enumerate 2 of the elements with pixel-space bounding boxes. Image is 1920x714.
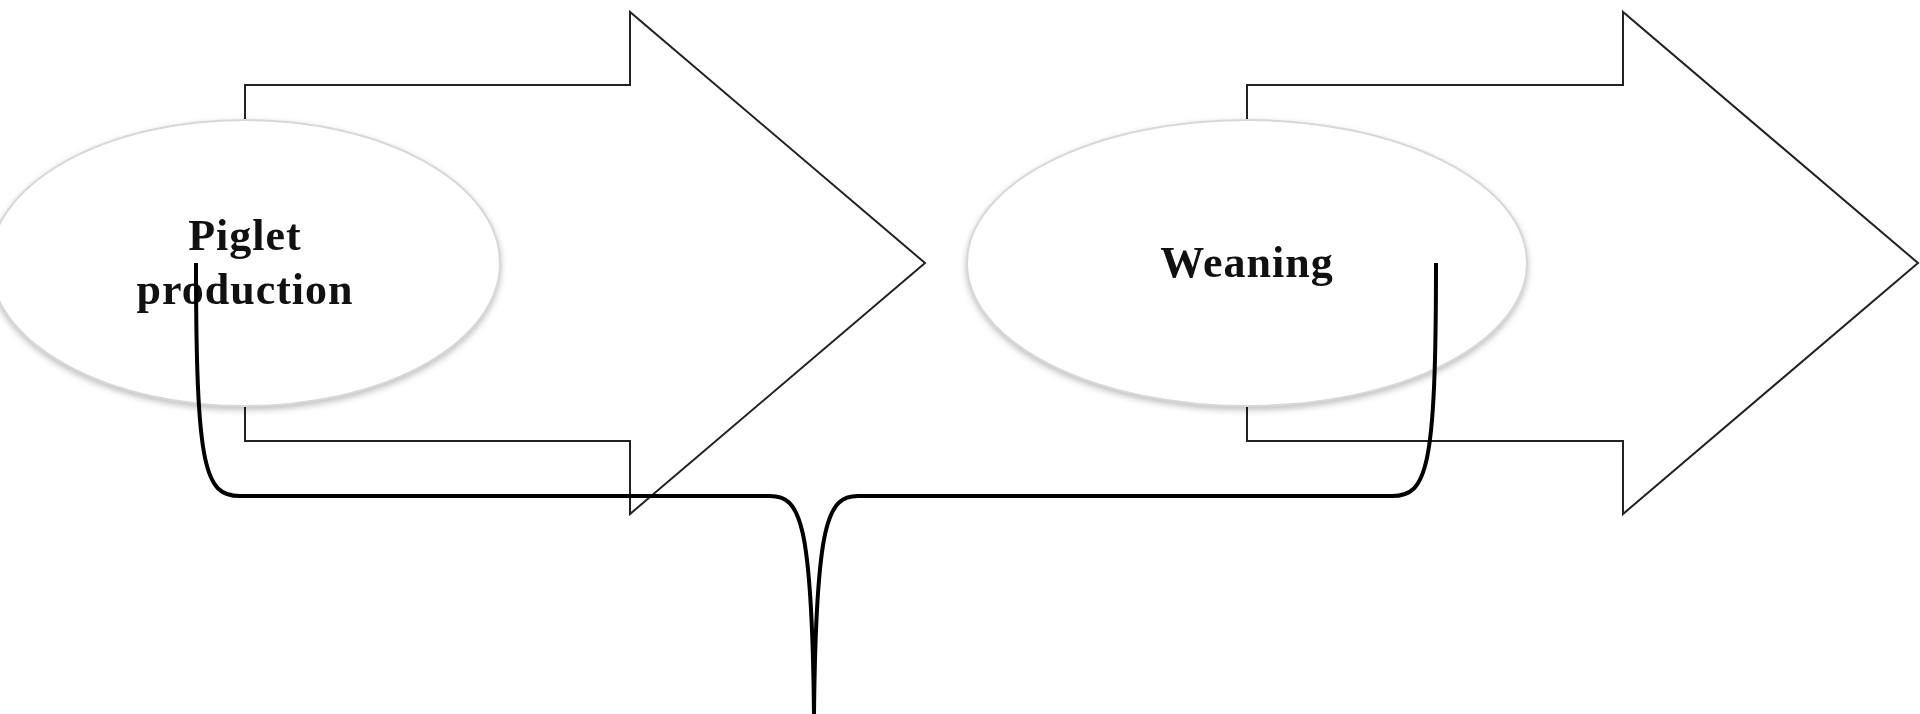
process-ellipse xyxy=(965,118,1529,408)
node-label: Weaning xyxy=(1160,237,1334,289)
